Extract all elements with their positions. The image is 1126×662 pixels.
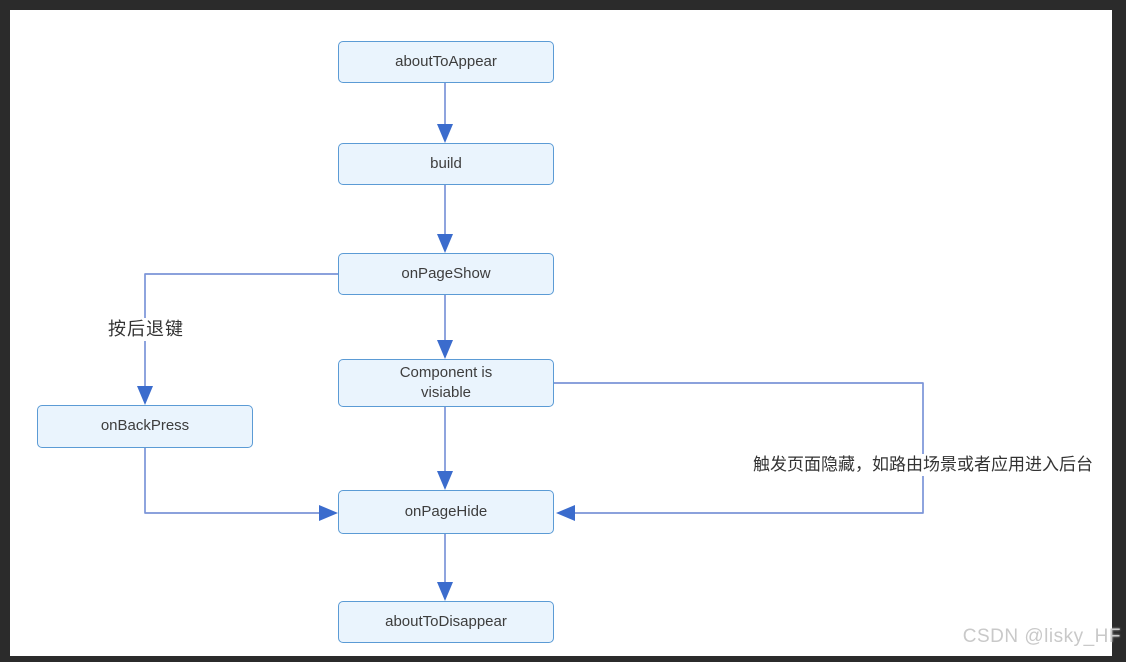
arrowhead-componentVisible (437, 340, 453, 359)
arrowhead-onPageHide-right (556, 505, 575, 521)
arrowhead-onPageHide-left (319, 505, 338, 521)
arrowhead-aboutToDisappear (437, 582, 453, 601)
node-component-is-visible: Component is visiable (338, 359, 554, 407)
watermark: CSDN @lisky_HF (962, 626, 1121, 647)
node-aboutToDisappear: aboutToDisappear (338, 601, 554, 643)
node-aboutToAppear: aboutToAppear (338, 41, 554, 83)
flowchart-canvas: aboutToAppear build onPageShow Component… (10, 10, 1112, 656)
edge-label-back-key: 按后退键 (98, 318, 194, 342)
edge-componentVisible-onPageHide-right (554, 382, 924, 514)
node-onPageShow: onPageShow (338, 253, 554, 295)
edge-onPageShow-onBackPress (144, 273, 338, 388)
arrowhead-build (437, 124, 453, 143)
edge-onBackPress-onPageHide (144, 448, 320, 514)
edge-label-hide-trigger: 触发页面隐藏，如路由场景或者应用进入后台 (739, 454, 1107, 477)
arrowhead-onPageHide-top (437, 471, 453, 490)
arrowhead-onBackPress (137, 386, 153, 405)
node-onPageHide: onPageHide (338, 490, 554, 534)
node-build: build (338, 143, 554, 185)
connector-layer (137, 83, 924, 601)
arrowhead-onPageShow (437, 234, 453, 253)
node-onBackPress: onBackPress (37, 405, 253, 448)
